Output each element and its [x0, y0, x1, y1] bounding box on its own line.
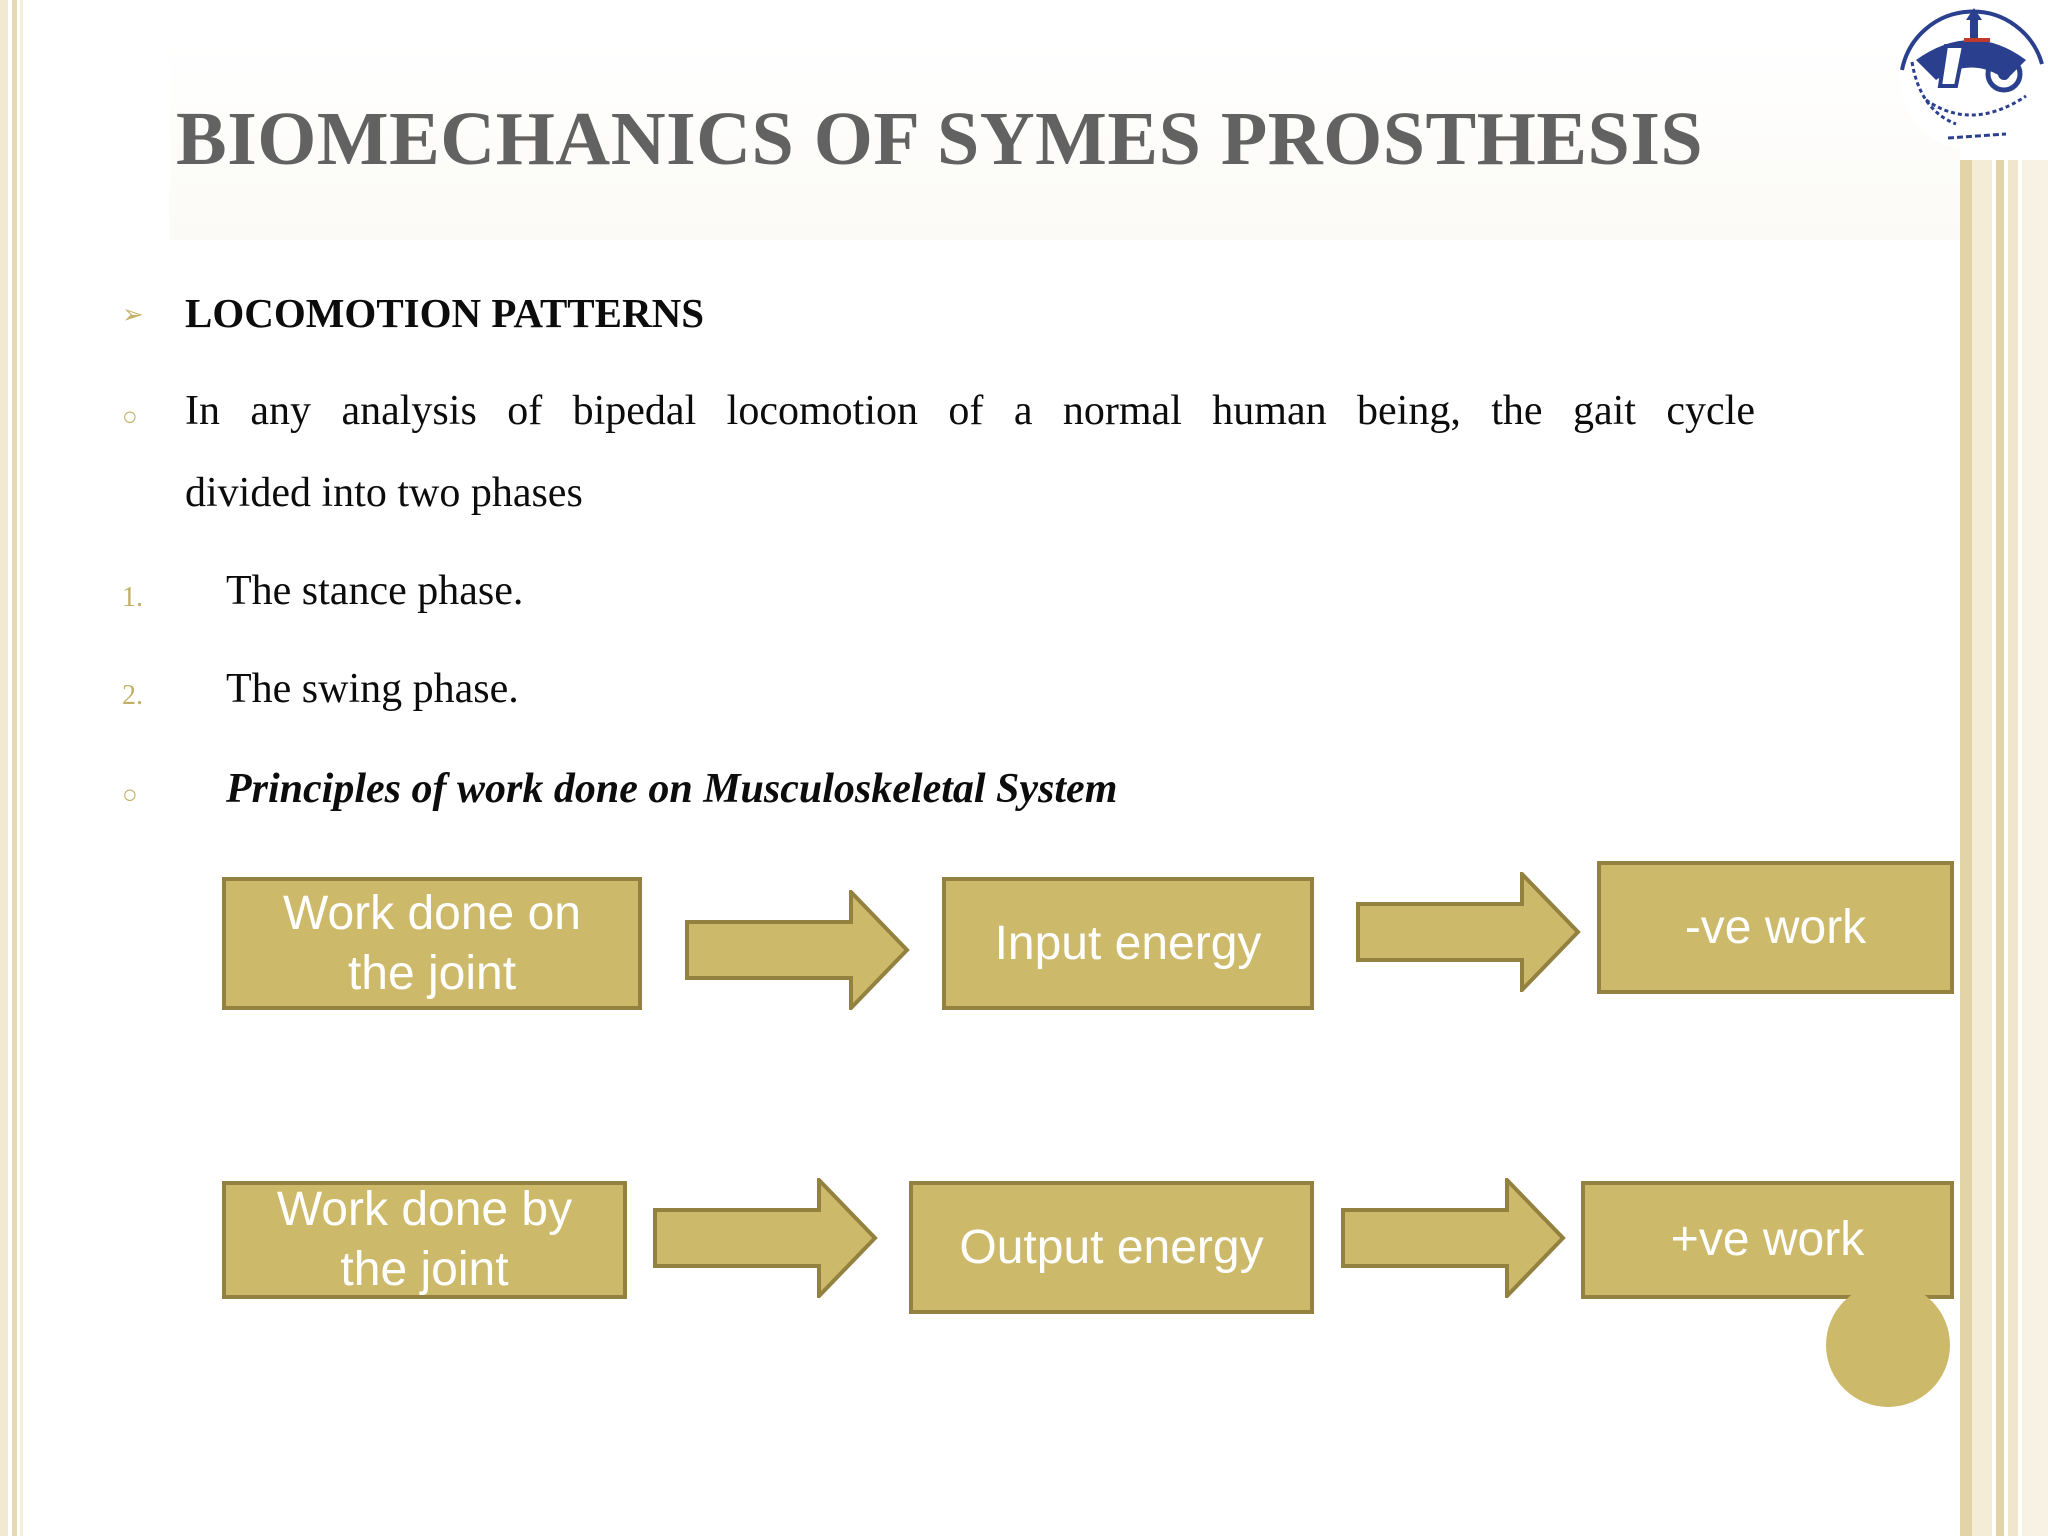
title-band	[170, 40, 1960, 240]
right-arrow-icon	[1356, 872, 1581, 992]
circle-bullet-icon: ○	[122, 780, 138, 809]
paragraph-line-2: divided into two phases	[185, 470, 583, 516]
slide-title: BIOMECHANICS OF SYMES PROSTHESIS	[176, 97, 1704, 181]
decorative-circle	[1826, 1283, 1950, 1407]
list-number-1: 1.	[122, 582, 143, 613]
work-done-by-joint-box: Work done by the joint	[222, 1181, 627, 1299]
right-border-band	[1960, 160, 2048, 1536]
work-done-on-joint-box: Work done on the joint	[222, 877, 642, 1010]
circle-bullet-icon: ○	[122, 402, 138, 431]
negative-work-box: -ve work	[1597, 861, 1954, 994]
section-heading: LOCOMOTION PATTERNS	[185, 290, 705, 336]
institute-seal-icon	[1900, 6, 2044, 150]
paragraph-line-1: In any analysis of bipedal locomotion of…	[185, 388, 1755, 434]
heading-bullet-icon: ➢	[122, 300, 144, 329]
list-item-swing: The swing phase.	[226, 666, 519, 712]
list-item-stance: The stance phase.	[226, 568, 524, 614]
right-arrow-icon	[653, 1178, 878, 1298]
list-number-2: 2.	[122, 680, 143, 711]
left-border-rule	[0, 0, 23, 1536]
output-energy-box: Output energy	[909, 1181, 1314, 1314]
principle-heading: Principles of work done on Musculoskelet…	[226, 766, 1118, 812]
input-energy-box: Input energy	[942, 877, 1314, 1010]
right-arrow-icon	[1341, 1178, 1566, 1298]
positive-work-box: +ve work	[1581, 1181, 1954, 1299]
right-arrow-icon	[685, 890, 910, 1010]
